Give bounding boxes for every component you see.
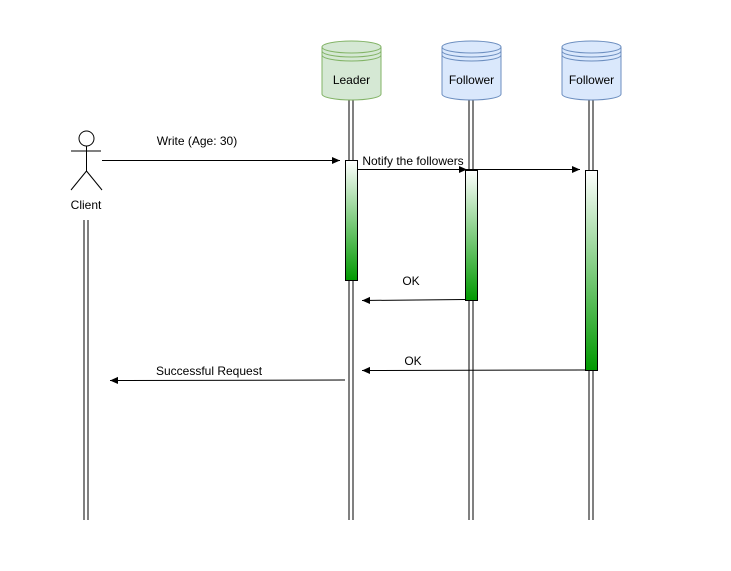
notify-label: Notify the followers bbox=[362, 154, 463, 168]
actor-head bbox=[78, 130, 95, 147]
follower2-database-icon bbox=[561, 40, 622, 101]
follower2-activation-bar bbox=[585, 170, 598, 371]
notify-arrow-head-follower1 bbox=[459, 166, 467, 173]
client-label: Client bbox=[71, 198, 102, 212]
write-label: Write (Age: 30) bbox=[157, 134, 237, 148]
follower1-activation-bar bbox=[465, 170, 478, 301]
ok1-label: OK bbox=[402, 274, 419, 288]
follower1-database-icon bbox=[441, 40, 502, 101]
ok2-label: OK bbox=[404, 354, 421, 368]
client-lifeline bbox=[83, 220, 89, 520]
ok2-arrow bbox=[361, 366, 586, 375]
follower1-lifeline bbox=[468, 100, 474, 520]
ok1-arrow bbox=[361, 296, 466, 305]
success-label: Successful Request bbox=[156, 364, 263, 378]
leader-activation-bar bbox=[345, 160, 358, 281]
leader-database-icon bbox=[321, 40, 382, 101]
follower1-label: Follower bbox=[449, 73, 494, 87]
client-actor bbox=[70, 130, 103, 191]
follower2-label: Follower bbox=[569, 73, 614, 87]
success-arrow bbox=[109, 376, 346, 385]
leader-label: Leader bbox=[333, 73, 370, 87]
